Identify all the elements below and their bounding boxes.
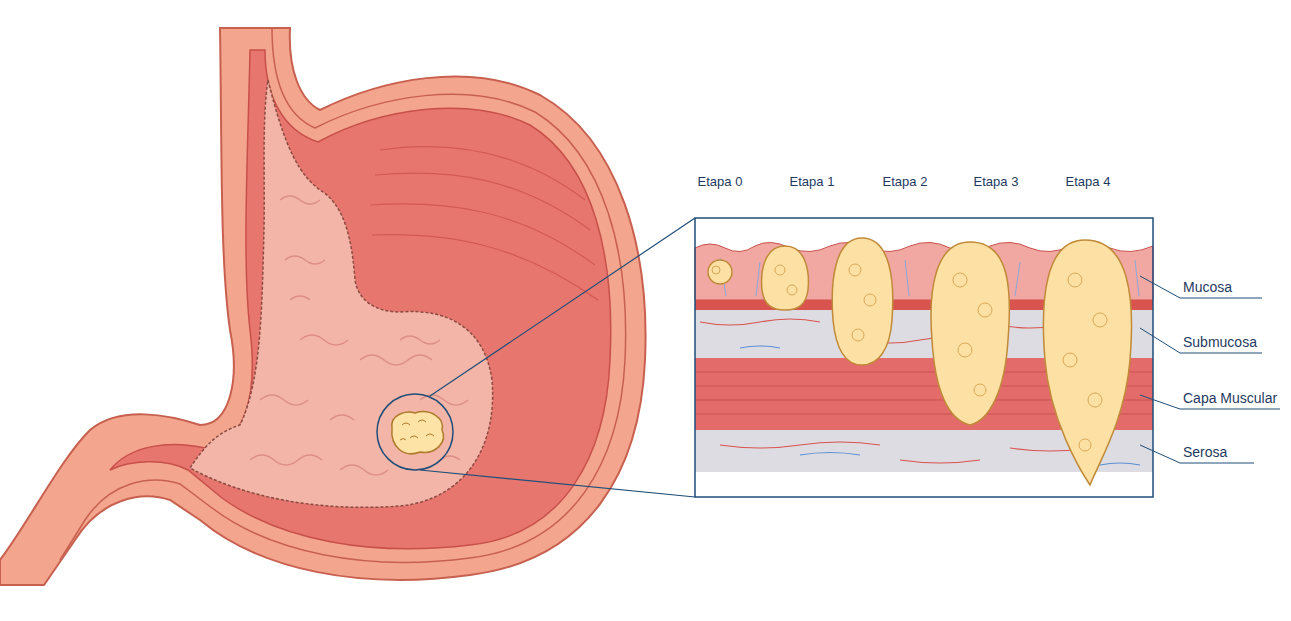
layer-label: Capa Muscular — [1183, 390, 1277, 407]
layer-label: Submucosa — [1183, 334, 1257, 351]
stage-label: Etapa 3 — [974, 174, 1019, 190]
stage-label: Etapa 0 — [698, 174, 743, 190]
layer-label: Serosa — [1183, 444, 1227, 461]
stage-label: Etapa 4 — [1066, 174, 1111, 190]
stage-label: Etapa 2 — [883, 174, 928, 190]
layer-label: Mucosa — [1183, 279, 1232, 296]
stage-label: Etapa 1 — [790, 174, 835, 190]
